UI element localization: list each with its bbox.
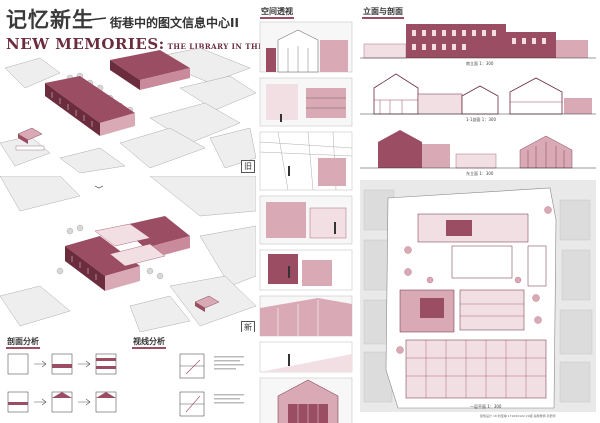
perspective-3	[259, 131, 353, 191]
east-elevation-label: 东立面 1：300	[466, 171, 494, 176]
south-elevation-label: 南立面 1：300	[466, 61, 494, 66]
sightline-analysis-heading: 视线分析	[132, 336, 166, 349]
new-aerial-view: 新	[0, 176, 256, 332]
perspective-4	[259, 195, 353, 245]
perspective-7	[259, 341, 353, 373]
poster-title-en: NEW MEMORIES: THE LIBRARY IN THE STREET	[6, 35, 302, 53]
old-tag: 旧	[241, 160, 255, 173]
section-11-drawing	[360, 73, 596, 115]
title-en-big: NEW MEMORIES:	[6, 35, 165, 53]
elevation-section-heading: 立面与剖面	[362, 6, 404, 19]
profile-analysis-heading: 剖面分析	[6, 336, 40, 349]
old-aerial-drawing	[0, 48, 256, 173]
title-en-small: THE LIBRARY IN THE STREET	[164, 42, 302, 51]
sightline-analysis-diagrams	[179, 353, 244, 417]
perspective-renderings	[259, 21, 353, 423]
new-tag: 新	[241, 321, 255, 332]
first-floor-plan-drawing	[360, 180, 596, 412]
old-aerial-view: 旧	[0, 48, 256, 173]
new-aerial-drawing	[0, 176, 256, 332]
perspective-5	[259, 249, 353, 291]
dash-icon	[88, 17, 107, 21]
perspective-6	[259, 295, 353, 337]
first-floor-plan-label: 一层平面 1：300	[470, 404, 502, 409]
design-credits: 建筑设计 18 刘佳琳 171600102 20级 指导教师 孙老师	[480, 414, 556, 418]
south-elevation-drawing	[360, 24, 596, 59]
section-11-label: 1-1剖面 1：300	[466, 117, 496, 122]
profile-analysis-diagrams	[7, 353, 117, 413]
perspective-2	[259, 77, 353, 127]
perspective-1	[259, 21, 353, 73]
east-elevation-drawing	[360, 130, 596, 169]
perspective-8	[259, 377, 353, 423]
poster-title-cn: 记忆新生	[6, 8, 94, 32]
poster-subtitle: 街巷中的图文信息中心II	[110, 16, 239, 30]
elevations-drawing	[360, 24, 596, 169]
space-perspective-heading: 空间透视	[260, 6, 294, 19]
